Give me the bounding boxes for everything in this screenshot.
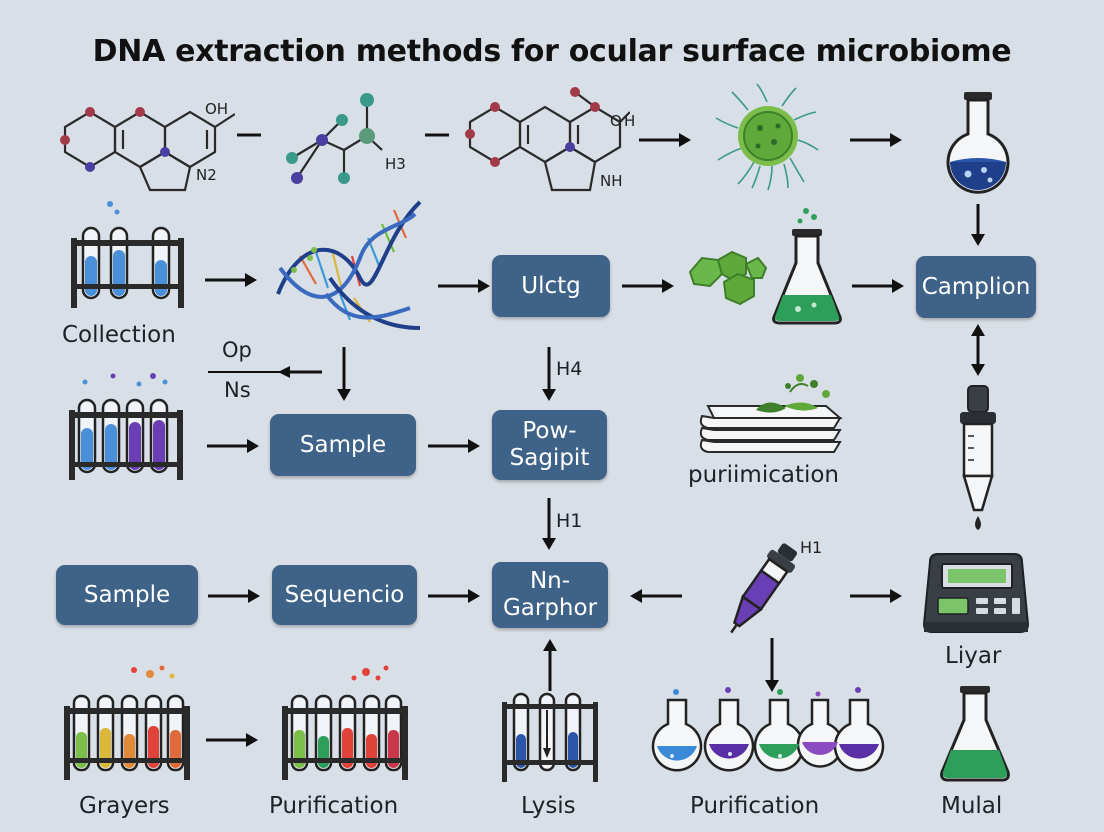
arrow-down-icon xyxy=(971,204,985,246)
box-ulctg: Ulctg xyxy=(492,255,610,317)
arrow-down-icon xyxy=(765,638,779,692)
page-title: DNA extraction methods for ocular surfac… xyxy=(92,34,1012,69)
box-nn-line1: Nn- xyxy=(529,568,571,594)
arrow-right-icon xyxy=(208,589,260,603)
lab-instrument-icon xyxy=(922,553,1030,633)
box-pow-line2: Sagipit xyxy=(509,445,590,471)
arrow-bidirectional-icon xyxy=(971,324,985,376)
box-pow-sagipit: Pow- Sagipit xyxy=(492,410,607,480)
label-purification-left: Purification xyxy=(269,793,399,819)
molecule-label-oh: OH xyxy=(205,100,229,118)
box-camplion: Camplion xyxy=(916,256,1036,318)
arrow-right-icon xyxy=(438,279,490,293)
arrow-down-icon xyxy=(337,347,351,401)
box-nn-garphor: Nn- Garphor xyxy=(492,562,608,628)
molecule-label-o: O xyxy=(610,112,622,130)
label-h1-dropper: H1 xyxy=(800,538,823,557)
molecule-cluster-icon xyxy=(688,250,768,306)
connector-dash-icon xyxy=(425,133,449,137)
arrow-up-icon xyxy=(543,639,557,691)
arrow-right-icon xyxy=(428,439,480,453)
arrow-down-icon xyxy=(542,498,556,550)
label-puriimication: puriimication xyxy=(688,462,840,488)
syringe-dropper-icon xyxy=(730,543,798,634)
box-sample-start: Sample xyxy=(56,565,198,625)
arrow-down-icon xyxy=(542,347,556,401)
dropper-icon xyxy=(960,385,996,530)
label-liyar: Liyar xyxy=(945,643,1002,669)
filter-stack-icon xyxy=(699,374,843,453)
arrow-right-icon xyxy=(207,439,259,453)
arrow-right-icon xyxy=(639,133,691,147)
dna-helix-icon xyxy=(276,200,422,330)
label-lysis: Lysis xyxy=(521,793,576,819)
flask-row-icon xyxy=(651,687,885,772)
arrow-right-icon xyxy=(850,589,902,603)
label-collection: Collection xyxy=(62,322,176,348)
molecule-label-nh: NH xyxy=(600,172,623,190)
arrow-left-icon xyxy=(208,366,322,378)
arrow-right-icon xyxy=(428,589,480,603)
box-sample: Sample xyxy=(270,414,416,476)
erlenmeyer-flask-icon xyxy=(940,686,1010,782)
box-sequencio: Sequencio xyxy=(272,565,417,625)
test-tube-rack-icon xyxy=(282,665,408,780)
bacterium-icon xyxy=(715,83,819,191)
test-tube-rack-icon xyxy=(64,665,190,780)
erlenmeyer-flask-icon xyxy=(772,208,842,325)
arrow-right-icon xyxy=(205,273,257,287)
round-flask-icon xyxy=(946,92,1010,194)
box-pow-line1: Pow- xyxy=(522,418,577,444)
label-mulal: Mulal xyxy=(941,793,1003,819)
label-purification-right: Purification xyxy=(690,793,820,819)
molecule-label-h3: H3 xyxy=(385,155,406,173)
test-tube-rack-icon xyxy=(502,692,598,782)
label-grayers: Grayers xyxy=(79,793,170,819)
label-h1: H1 xyxy=(556,510,583,532)
label-h4: H4 xyxy=(556,358,583,380)
arrow-right-icon xyxy=(622,279,674,293)
molecule-structure-icon xyxy=(60,107,235,192)
arrow-right-icon xyxy=(852,279,904,293)
test-tube-rack-icon xyxy=(69,373,183,480)
arrow-right-icon xyxy=(850,133,902,147)
arrow-left-icon xyxy=(630,589,682,603)
molecule-label-n2: N2 xyxy=(196,166,217,184)
label-ns: Ns xyxy=(224,378,251,402)
molecule-structure-icon xyxy=(465,87,630,192)
molecule-label-h: H xyxy=(624,112,636,130)
test-tube-rack-icon xyxy=(71,201,184,308)
label-op: Op xyxy=(222,338,252,362)
molecule-model-icon xyxy=(286,93,383,184)
arrow-right-icon xyxy=(206,733,258,747)
box-nn-line2: Garphor xyxy=(502,595,598,621)
connector-dash-icon xyxy=(237,133,261,137)
